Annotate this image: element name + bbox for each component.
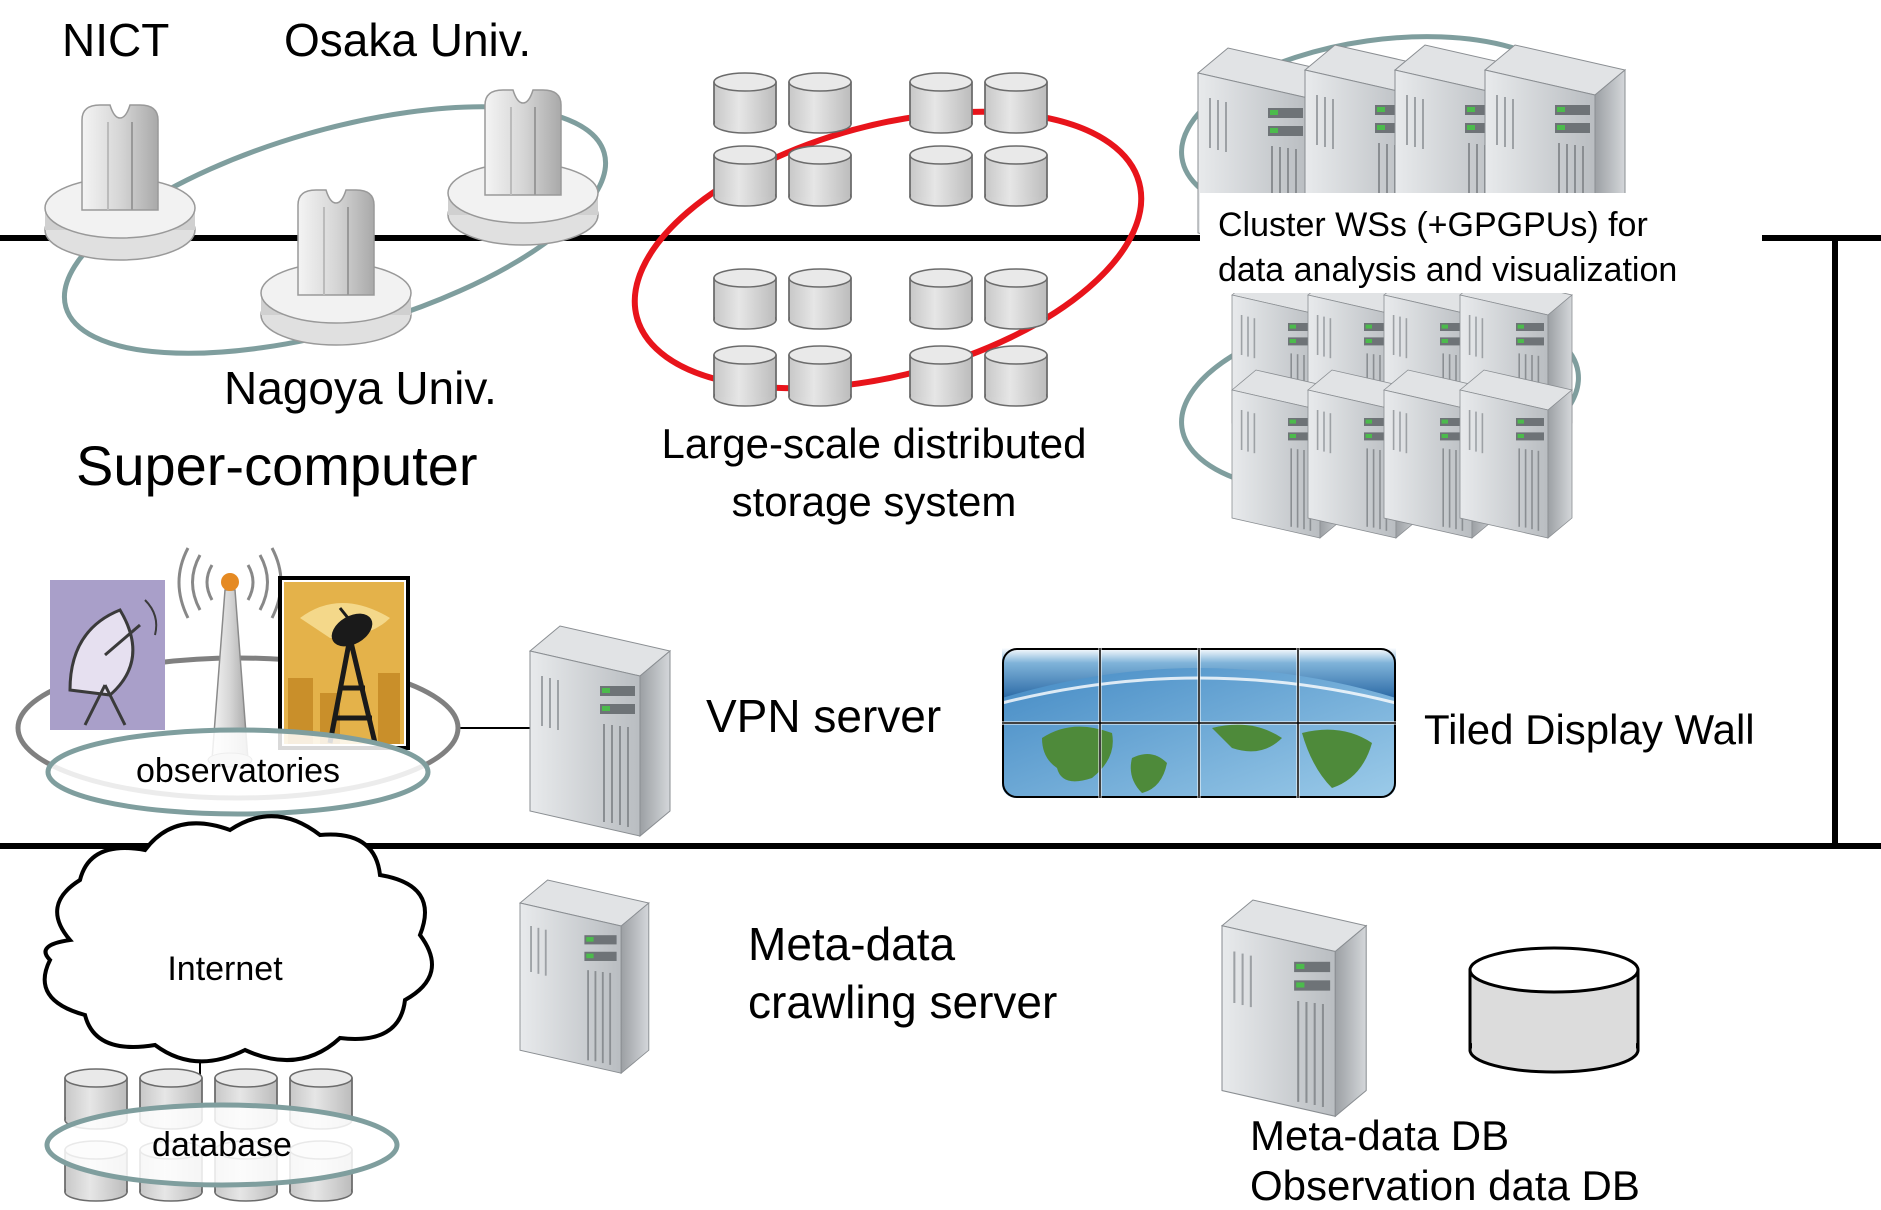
internet-label: Internet [167, 950, 283, 988]
database-group [44, 1068, 400, 1202]
observatories-label-ring [45, 727, 431, 817]
cluster-group [1179, 34, 1762, 539]
database-cylinder-icon [1468, 946, 1640, 1074]
cluster-label-line1: Cluster WSs (+GPGPUs) for [1218, 206, 1648, 244]
storage-cylinder-icon [713, 345, 777, 407]
storage-cylinder-icon [984, 145, 1048, 207]
storage-group [631, 72, 1145, 407]
database-label-ring [44, 1102, 400, 1188]
supercomputer-tower-icon [260, 189, 412, 346]
rack-server-icon [1220, 898, 1368, 1118]
storage-cylinder-icon [984, 72, 1048, 134]
supercomputer-tower-icon [447, 89, 599, 246]
storage-label-line2: storage system [731, 478, 1017, 525]
observatories-label: observatories [135, 752, 341, 790]
supercomputer-tower-icon [44, 104, 196, 261]
nagoya-label: Nagoya Univ. [224, 362, 497, 414]
storage-cylinder-icon [788, 145, 852, 207]
storage-label-line1: Large-scale distributed [661, 420, 1087, 467]
nict-label: NICT [62, 14, 170, 66]
database-label: database [152, 1126, 292, 1164]
crawling-server-label-line1: Meta-data [748, 918, 956, 970]
storage-cylinder-icon [788, 345, 852, 407]
supercomputer-group [44, 89, 609, 356]
storage-cylinder-icon [909, 145, 973, 207]
cloud-icon [42, 814, 434, 1064]
rack-server-icon [519, 879, 650, 1075]
storage-cylinder-icon [984, 268, 1048, 330]
storage-cylinder-icon [984, 345, 1048, 407]
storage-cylinder-icon [788, 268, 852, 330]
storage-cylinder-icon [788, 72, 852, 134]
satellite-dish-icon [50, 580, 165, 730]
osaka-label: Osaka Univ. [284, 14, 532, 66]
storage-cylinder-icon [713, 145, 777, 207]
storage-cylinder-icon [909, 72, 973, 134]
storage-cylinder-icon [909, 268, 973, 330]
observatories-group [15, 547, 461, 817]
storage-ring [631, 108, 1145, 392]
storage-cylinder-icon [713, 72, 777, 134]
crawling-server-label-line2: crawling server [748, 976, 1058, 1028]
rack-server-icon [1459, 369, 1573, 539]
vpn-server-label: VPN server [706, 690, 942, 742]
cluster-label-line2: data analysis and visualization [1218, 251, 1678, 289]
storage-cylinder-icon [713, 268, 777, 330]
supercomputer-label: Super-computer [76, 434, 478, 497]
observation-db-label: Observation data DB [1250, 1162, 1640, 1209]
storage-cylinder-icon [909, 345, 973, 407]
radio-tower-icon [278, 576, 410, 750]
metadata-db-label: Meta-data DB [1250, 1112, 1510, 1159]
globe-display-icon [1001, 648, 1397, 798]
rack-server-icon [529, 625, 671, 837]
tiled-display-label: Tiled Display Wall [1424, 706, 1755, 753]
